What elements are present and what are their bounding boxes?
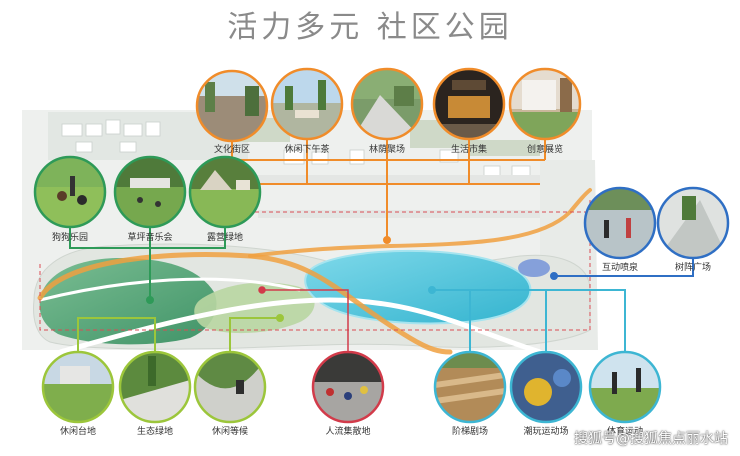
label-shuzhen: 树阵广场 — [675, 261, 711, 273]
bubble-caoping: 草坪音乐会 — [113, 155, 187, 243]
bubble-shuzhen: 树阵广场 — [656, 186, 730, 273]
label-chuangyi: 创意展览 — [527, 143, 563, 155]
label-xiuxian-xiawucha: 休闲下午茶 — [284, 143, 329, 155]
bubble-tiyu: 体育运动 — [588, 350, 662, 437]
blue-connectors — [550, 258, 694, 280]
lime-connectors — [77, 314, 284, 352]
bubble-chaowan: 潮玩运动场 — [509, 350, 583, 437]
page-title: 活力多元 社区公园 — [227, 10, 513, 45]
bubble-jieti: 阶梯剧场 — [433, 350, 507, 437]
label-renliu: 人流集散地 — [325, 425, 370, 437]
label-jieti: 阶梯剧场 — [452, 425, 488, 437]
label-dengqiu: 休闲等候 — [212, 425, 248, 437]
orange-connectors — [231, 139, 546, 244]
bubble-hudong: 互动喷泉 — [583, 186, 657, 273]
bubble-renliu: 人流集散地 — [311, 350, 385, 437]
bubble-dengqiu: 休闲等候 — [193, 350, 267, 437]
bubble-taidi: 休闲台地 — [41, 350, 115, 437]
red-connectors — [258, 286, 349, 352]
label-luying: 露营绿地 — [207, 231, 243, 243]
label-caoping: 草坪音乐会 — [127, 231, 172, 243]
label-taidi: 休闲台地 — [60, 425, 96, 437]
bubble-shenghuo: 生活市集 — [432, 67, 506, 155]
watermark-text: 搜狐号@搜狐焦点丽水站 — [574, 431, 728, 447]
bubble-linyin: 林荫聚场 — [350, 67, 424, 155]
label-hudong: 互动喷泉 — [602, 261, 638, 273]
label-gougou: 狗狗乐园 — [52, 231, 88, 243]
label-shenghuo: 生活市集 — [451, 143, 487, 155]
label-tiyu: 体育运动 — [607, 425, 643, 437]
cyan-connectors — [428, 286, 626, 352]
bubble-shengtai: 生态绿地 — [118, 350, 192, 437]
label-linyin: 林荫聚场 — [369, 143, 405, 155]
label-shengtai: 生态绿地 — [137, 425, 173, 437]
label-wenhua: 文化街区 — [214, 143, 250, 155]
label-chaowan: 潮玩运动场 — [523, 425, 568, 437]
bubble-chuangyi: 创意展览 — [508, 67, 582, 155]
green-connectors — [69, 227, 226, 304]
